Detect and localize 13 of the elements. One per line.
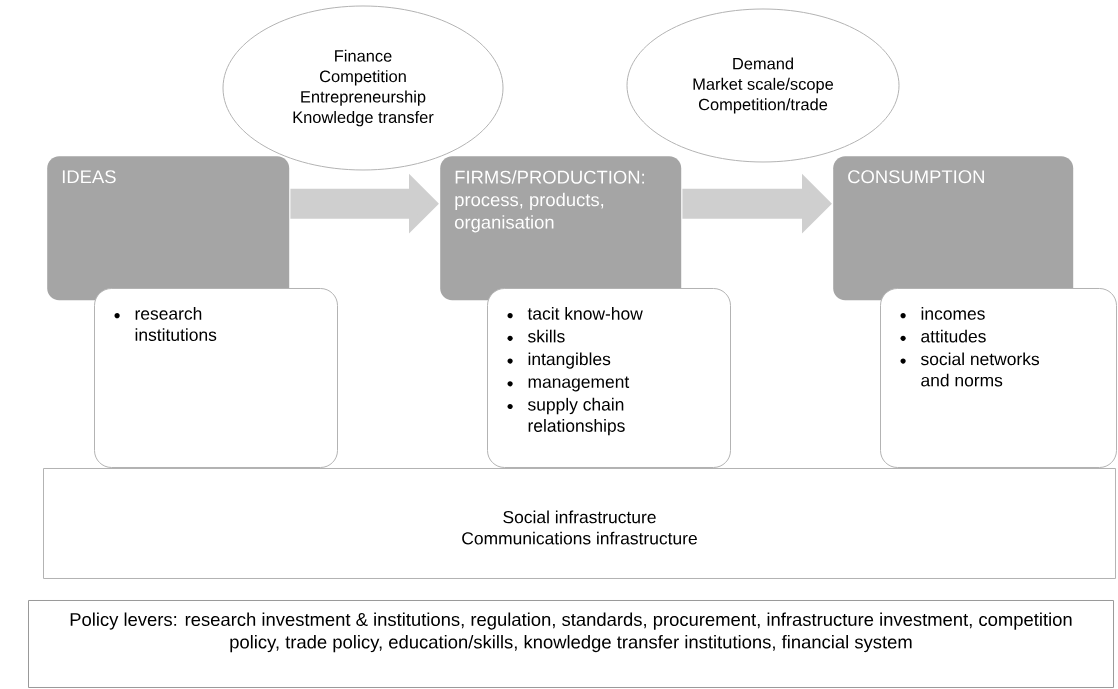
oval-bubble: Demand Market scale/scope Competition/trade: [626, 8, 900, 163]
node-label: social networks and norms: [920, 352, 1040, 387]
node-label: incomes: [921, 306, 985, 320]
stage-box: CONSUMPTION: [833, 156, 1074, 301]
list-card: incomes attitudes social networks and norms: [880, 288, 1117, 468]
text-box: Social infrastructure Communications infrastructure: [43, 468, 1116, 579]
oval-bubble: Finance Competition Entrepreneurship Knowledge transfer: [222, 5, 504, 171]
stage-box: FIRMS/PRODUCTION: process, products, organisation: [440, 156, 682, 301]
list-card: research institutions: [94, 288, 338, 468]
node-label: attitudes: [921, 329, 986, 343]
text-box: Policy levers: research investment & institutions, regulation, standards, procurement, infrastructure investment, competition policy, trade policy, education/skills, knowledge transfer institutions, financial system: [28, 600, 1114, 688]
list-card: tacit know-how skills intangibles management supply chain relationships: [487, 288, 731, 468]
stage-box: IDEAS: [47, 156, 290, 301]
